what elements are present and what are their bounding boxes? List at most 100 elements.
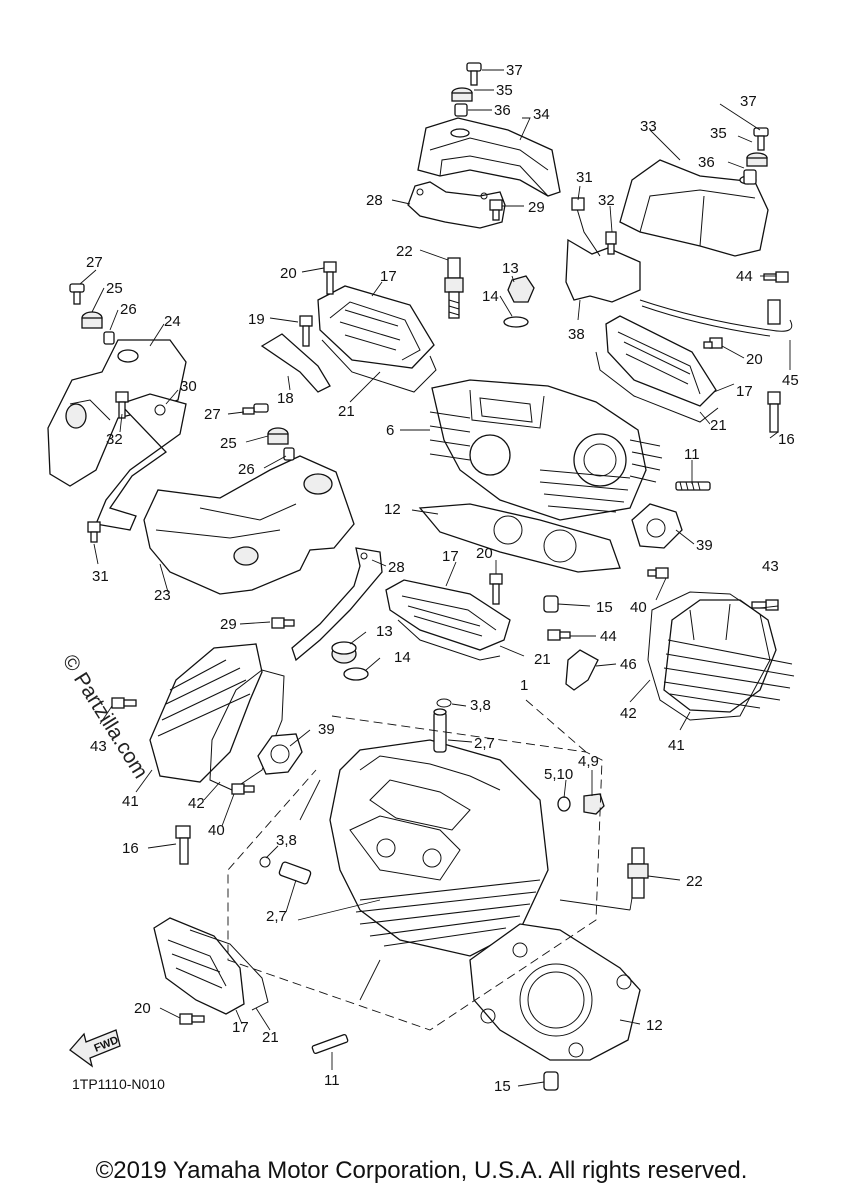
callout-26[interactable]: 26: [238, 461, 255, 478]
bolt-19[interactable]: [299, 315, 313, 347]
clip-3-8-upper[interactable]: [436, 698, 452, 708]
callout-16[interactable]: 16: [778, 431, 795, 448]
callout-16[interactable]: 16: [122, 840, 139, 857]
gasket-21-mid[interactable]: [397, 619, 501, 661]
grommet-35-right[interactable]: [746, 152, 768, 167]
callout-40[interactable]: 40: [208, 822, 225, 839]
callout-14[interactable]: 14: [482, 288, 499, 305]
stud-bolt-11-upper[interactable]: [675, 481, 711, 491]
tappet-cover-17-right[interactable]: [605, 315, 717, 407]
bolt-20-right[interactable]: [703, 337, 723, 349]
callout-29[interactable]: 29: [528, 199, 545, 216]
callout-43[interactable]: 43: [762, 558, 779, 575]
valve-guide-2-7-lower[interactable]: [278, 861, 312, 885]
spark-plug-22-lower[interactable]: [627, 847, 649, 899]
callout-3-8[interactable]: 3,8: [470, 697, 491, 714]
callout-34[interactable]: 34: [533, 106, 550, 123]
callout-11[interactable]: 11: [684, 446, 700, 463]
hose-45[interactable]: [639, 299, 793, 337]
callout-28[interactable]: 28: [388, 559, 405, 576]
bolt-32-left[interactable]: [115, 391, 129, 419]
callout-41[interactable]: 41: [122, 793, 139, 810]
callout-31[interactable]: 31: [92, 568, 109, 585]
dowel-15-upper[interactable]: [543, 595, 559, 613]
bolt-20-mid[interactable]: [489, 573, 503, 605]
callout-42[interactable]: 42: [188, 795, 205, 812]
callout-32[interactable]: 32: [598, 192, 615, 209]
callout-44[interactable]: 44: [600, 628, 617, 645]
nut-13-upper[interactable]: [507, 275, 535, 303]
callout-19[interactable]: 19: [248, 311, 265, 328]
head-gasket-12-lower[interactable]: [469, 923, 641, 1061]
callout-23[interactable]: 23: [154, 587, 171, 604]
grommet-25-mid[interactable]: [267, 427, 289, 445]
bracket-28-mid[interactable]: [291, 547, 383, 662]
bolt-31-left[interactable]: [87, 521, 101, 543]
callout-35[interactable]: 35: [710, 125, 727, 142]
collar-36-right[interactable]: [743, 169, 757, 185]
cover-bracket-28-upper[interactable]: [407, 181, 506, 229]
callout-17[interactable]: 17: [442, 548, 459, 565]
callout-20[interactable]: 20: [134, 1000, 151, 1017]
callout-25[interactable]: 25: [106, 280, 123, 297]
tappet-cover-17-upper[interactable]: [317, 285, 435, 369]
screw-37-right[interactable]: [753, 127, 769, 151]
callout-26[interactable]: 26: [120, 301, 137, 318]
callout-41[interactable]: 41: [668, 737, 685, 754]
callout-43[interactable]: 43: [90, 738, 107, 755]
callout-38[interactable]: 38: [568, 326, 585, 343]
clip-3-8-lower[interactable]: [259, 856, 271, 868]
bracket-46[interactable]: [565, 649, 599, 691]
tappet-cover-17-mid[interactable]: [385, 579, 511, 651]
washer-14-upper[interactable]: [503, 316, 529, 328]
callout-20[interactable]: 20: [280, 265, 297, 282]
callout-3-8[interactable]: 3,8: [276, 832, 297, 849]
washer-5-10[interactable]: [557, 796, 571, 812]
callout-37[interactable]: 37: [740, 93, 757, 110]
callout-21[interactable]: 21: [262, 1029, 279, 1046]
callout-28[interactable]: 28: [366, 192, 383, 209]
callout-17[interactable]: 17: [380, 268, 397, 285]
callout-17[interactable]: 17: [232, 1019, 249, 1036]
dowel-15-lower[interactable]: [543, 1071, 559, 1091]
callout-22[interactable]: 22: [686, 873, 703, 890]
gasket-39-lower[interactable]: [257, 733, 303, 775]
cylinder-41-right[interactable]: [663, 599, 795, 713]
callout-12[interactable]: 12: [384, 501, 401, 518]
callout-39[interactable]: 39: [318, 721, 335, 738]
head-gasket-12-upper[interactable]: [418, 503, 621, 573]
callout-29[interactable]: 29: [220, 616, 237, 633]
washer-14-mid[interactable]: [343, 667, 369, 681]
bolt-20-lower[interactable]: [179, 1013, 205, 1025]
callout-4-9[interactable]: 4,9: [578, 753, 599, 770]
callout-25[interactable]: 25: [220, 435, 237, 452]
bolt-44-top[interactable]: [763, 271, 789, 283]
callout-11[interactable]: 11: [324, 1072, 340, 1089]
gasket-39-upper[interactable]: [631, 503, 683, 549]
callout-36[interactable]: 36: [494, 102, 511, 119]
collar-26-mid[interactable]: [283, 447, 295, 461]
callout-33[interactable]: 33: [640, 118, 657, 135]
callout-42[interactable]: 42: [620, 705, 637, 722]
cylinder-head-front[interactable]: [329, 739, 549, 957]
bolt-32-bracket[interactable]: [605, 231, 617, 255]
bolt-44-mid[interactable]: [547, 629, 571, 641]
plate-18[interactable]: [260, 333, 331, 393]
callout-22[interactable]: 22: [396, 243, 413, 260]
side-cover-24[interactable]: [47, 339, 187, 487]
gasket-21-lower[interactable]: [189, 929, 269, 1011]
gasket-21-upper[interactable]: [321, 339, 437, 393]
callout-2-7[interactable]: 2,7: [474, 735, 495, 752]
callout-27[interactable]: 27: [86, 254, 103, 271]
nut-13-mid[interactable]: [331, 641, 357, 664]
gasket-21-right[interactable]: [595, 351, 719, 423]
callout-21[interactable]: 21: [338, 403, 355, 420]
collar-36-upper[interactable]: [454, 103, 468, 117]
grommet-35-upper[interactable]: [451, 87, 473, 102]
screw-27-left[interactable]: [69, 283, 85, 305]
callout-20[interactable]: 20: [746, 351, 763, 368]
callout-36[interactable]: 36: [698, 154, 715, 171]
cylinder-41-left[interactable]: [149, 643, 263, 783]
stud-bolt-11-lower[interactable]: [311, 1033, 349, 1055]
callout-17[interactable]: 17: [736, 383, 753, 400]
